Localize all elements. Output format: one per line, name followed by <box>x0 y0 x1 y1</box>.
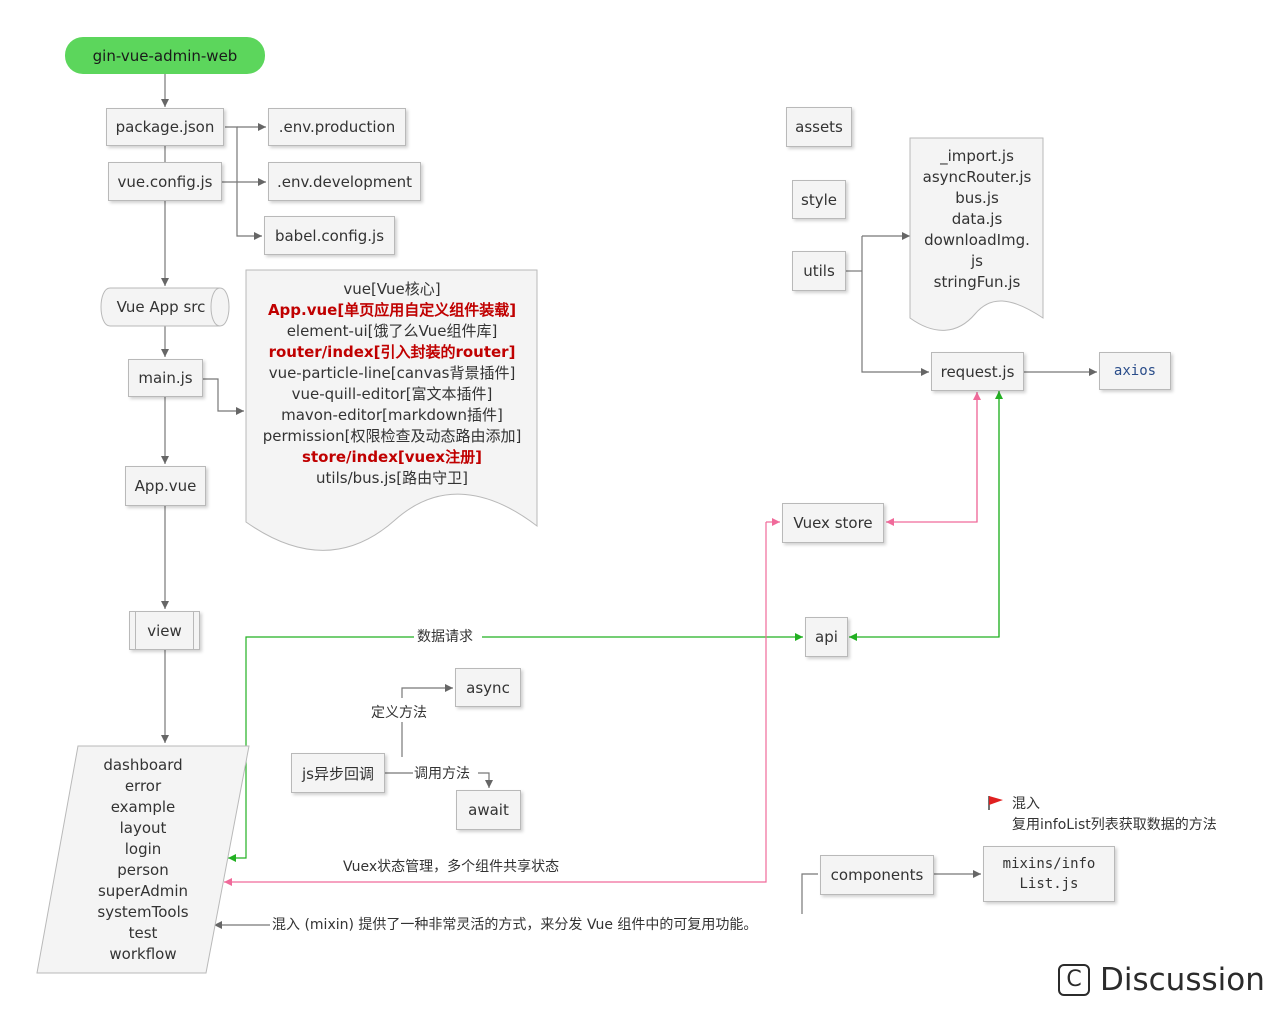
style-node[interactable]: style <box>792 180 846 219</box>
main-js-imports-list: vue[Vue核心] App.vue[单页应用自定义组件装载] element-… <box>248 279 536 489</box>
view-page-item[interactable]: dashboard <box>103 756 183 774</box>
mixins-path-line: List.js <box>1019 876 1079 892</box>
call-method-label: 调用方法 <box>413 765 471 783</box>
vuex-state-label: Vuex状态管理，多个组件共享状态 <box>343 859 560 875</box>
main-js-node[interactable]: main.js <box>128 359 203 397</box>
view-left-bar <box>135 612 136 649</box>
utils-file[interactable]: asyncRouter.js <box>922 168 1032 186</box>
define-method-label: 定义方法 <box>370 704 428 722</box>
import-line: utils/bus.js[路由守卫] <box>316 469 468 487</box>
api-node[interactable]: api <box>805 617 848 657</box>
vuex-store-node[interactable]: Vuex store <box>782 503 884 543</box>
view-page-item[interactable]: superAdmin <box>97 882 189 900</box>
await-node[interactable]: await <box>456 790 521 830</box>
discussion-watermark: C Discussion <box>1058 962 1265 998</box>
async-node[interactable]: async <box>455 668 521 707</box>
js-async-callback-node[interactable]: js异步回调 <box>291 753 385 793</box>
mixins-info-list-node[interactable]: mixins/info List.js <box>983 846 1115 902</box>
discussion-text: Discussion <box>1100 962 1265 998</box>
main-js-imports-document <box>245 269 538 551</box>
package-json-node[interactable]: package.json <box>106 108 224 146</box>
view-page-item[interactable]: workflow <box>109 945 177 963</box>
view-page-item[interactable]: systemTools <box>97 903 189 921</box>
request-js-node[interactable]: request.js <box>931 352 1024 391</box>
import-line: element-ui[饿了么Vue组件库] <box>286 322 498 340</box>
vue-app-src-node[interactable]: Vue App src <box>116 298 206 316</box>
import-line: store/index[vuex注册] <box>302 448 482 466</box>
app-vue-node[interactable]: App.vue <box>125 466 206 506</box>
view-right-bar <box>193 612 194 649</box>
root-node[interactable]: gin-vue-admin-web <box>65 37 265 74</box>
utils-file[interactable]: bus.js <box>955 189 999 207</box>
utils-files-list: _import.js asyncRouter.js bus.js data.js… <box>912 146 1042 293</box>
utils-files-document <box>909 137 1044 331</box>
view-page-item[interactable]: example <box>110 798 176 816</box>
note-body: 复用infoList列表获取数据的方法 <box>1012 817 1217 833</box>
import-line: App.vue[单页应用自定义组件装载] <box>267 301 517 319</box>
view-page-item[interactable]: login <box>124 840 162 858</box>
data-request-label: 数据请求 <box>415 628 475 646</box>
view-node[interactable]: view <box>129 611 200 650</box>
utils-file[interactable]: stringFun.js <box>933 273 1021 291</box>
assets-node[interactable]: assets <box>786 107 852 147</box>
import-line: vue-quill-editor[富文本插件] <box>291 385 493 403</box>
view-label: view <box>147 621 182 640</box>
mixins-path-line: mixins/info <box>1002 856 1096 872</box>
babel-config-node[interactable]: babel.config.js <box>264 216 395 255</box>
axios-node[interactable]: axios <box>1099 352 1171 390</box>
view-page-item[interactable]: person <box>117 861 169 879</box>
env-development-node[interactable]: .env.development <box>268 162 421 201</box>
components-node[interactable]: components <box>820 855 934 895</box>
vue-config-node[interactable]: vue.config.js <box>108 162 222 201</box>
import-line: permission[权限检查及动态路由添加] <box>262 427 522 445</box>
utils-file[interactable]: _import.js <box>940 147 1014 165</box>
import-line: vue-particle-line[canvas背景插件] <box>268 364 516 382</box>
view-page-item[interactable]: test <box>128 924 158 942</box>
import-line: router/index[引入封装的router] <box>268 343 516 361</box>
import-line: vue[Vue核心] <box>343 280 441 298</box>
view-page-item[interactable]: layout <box>119 819 167 837</box>
note-title: 混入 <box>1012 796 1040 812</box>
view-pages-parallelogram <box>36 745 250 974</box>
mixin-description-label: 混入 (mixin) 提供了一种非常灵活的方式，来分发 Vue 组件中的可复用功… <box>272 916 758 934</box>
import-line: mavon-editor[markdown插件] <box>281 406 503 424</box>
env-production-node[interactable]: .env.production <box>268 108 406 146</box>
utils-node[interactable]: utils <box>792 251 846 291</box>
discussion-logo-icon: C <box>1058 964 1090 996</box>
view-page-item[interactable]: error <box>124 777 162 795</box>
utils-file[interactable]: data.js <box>951 210 1003 228</box>
red-flag-icon <box>988 796 1003 810</box>
view-pages-list: dashboard error example layout login per… <box>73 755 213 965</box>
utils-file[interactable]: downloadImg. <box>924 231 1030 249</box>
utils-file[interactable]: js <box>971 252 983 270</box>
